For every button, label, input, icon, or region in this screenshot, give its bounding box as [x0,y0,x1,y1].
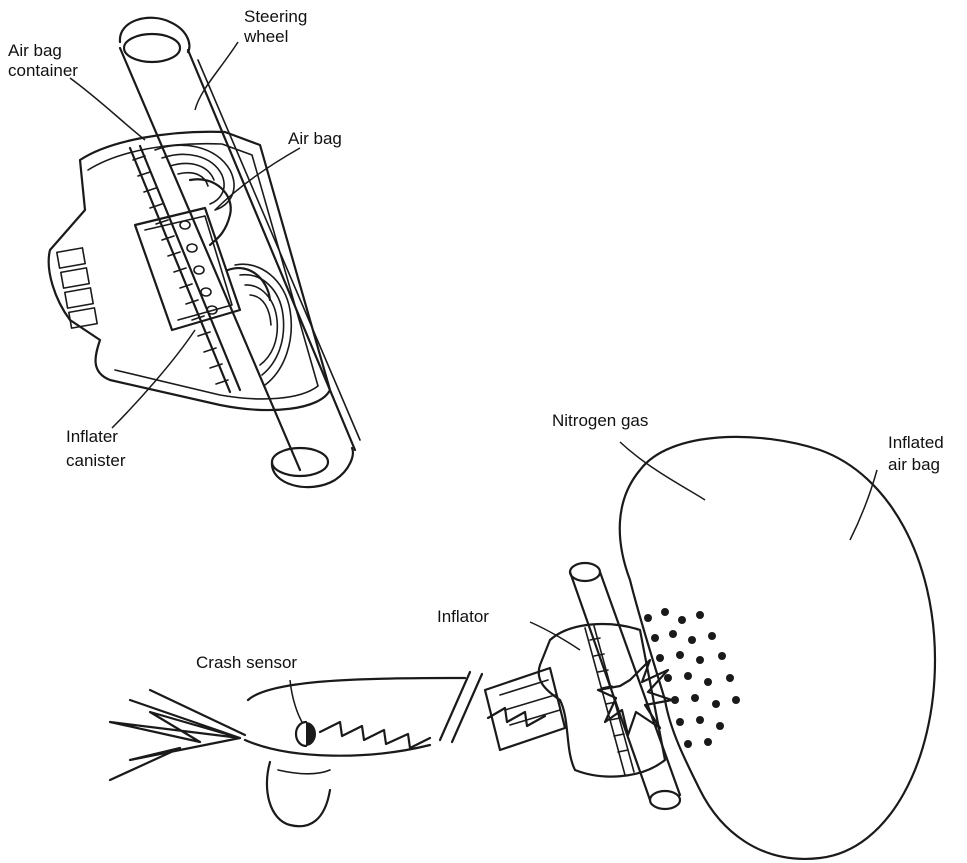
label-air-bag-container-1: Air bag [8,41,62,60]
label-nitrogen-gas: Nitrogen gas [552,411,648,430]
label-steering-wheel-1: Steering [244,7,307,26]
label-inflater-canister-2: canister [66,451,126,470]
inflater-canister-top [135,208,240,330]
electric-signal-zigzag [320,708,545,748]
inflated-air-bag [620,437,935,859]
sensor-arm [245,668,565,826]
crash-sensor [296,722,316,746]
label-steering-wheel-2: wheel [243,27,288,46]
label-crash-sensor: Crash sensor [196,653,297,672]
label-inflator: Inflator [437,607,489,626]
label-air-bag: Air bag [288,129,342,148]
label-inflater-canister-1: Inflater [66,427,118,446]
label-inflated-air-bag-1: Inflated [888,433,944,452]
label-inflated-air-bag-2: air bag [888,455,940,474]
steering-wheel-top [120,18,360,487]
label-air-bag-container-2: container [8,61,78,80]
impact-arrows [110,690,245,780]
